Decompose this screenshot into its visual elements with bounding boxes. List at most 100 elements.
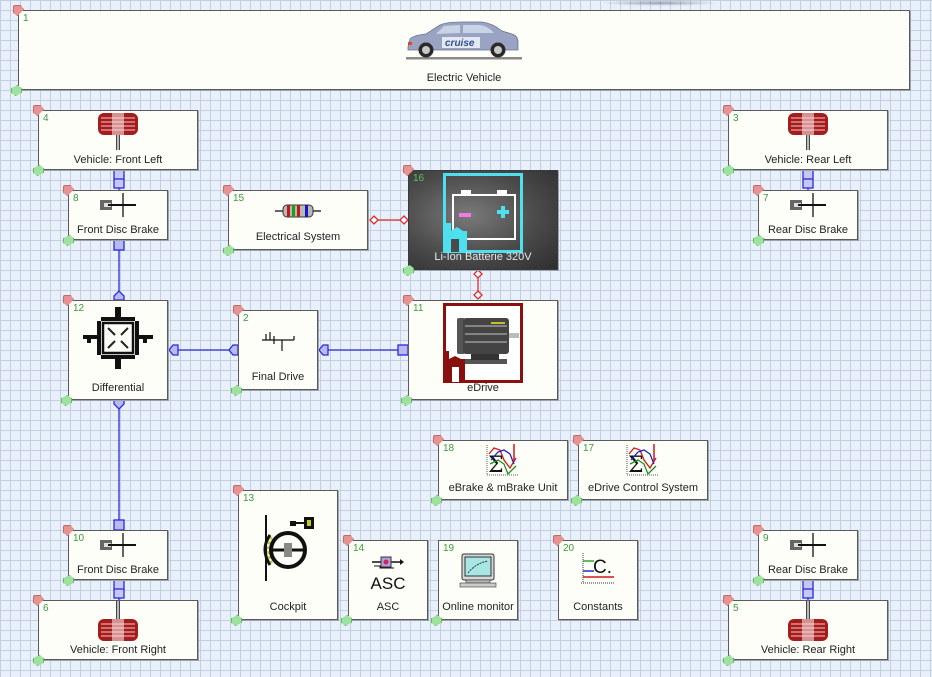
disc-brake-icon bbox=[790, 193, 826, 217]
connector-differential-top bbox=[113, 290, 125, 301]
monitor-icon bbox=[459, 553, 497, 588]
svg-text:ASC: ASC bbox=[371, 574, 406, 591]
block-wheel-front-left[interactable]: 4 Vehicle: Front Left bbox=[38, 110, 198, 170]
disc-brake-icon bbox=[100, 533, 136, 557]
block-label: Cockpit bbox=[269, 601, 307, 613]
connector-differential-right bbox=[168, 344, 179, 356]
differential-icon bbox=[83, 307, 153, 369]
block-online-monitor[interactable]: 19 Online monitor bbox=[438, 540, 518, 620]
block-number: 19 bbox=[443, 543, 455, 554]
block-final-drive[interactable]: 2 Final Drive bbox=[238, 310, 318, 390]
block-number: 10 bbox=[73, 533, 85, 544]
block-front-disc-brake-right[interactable]: 10 Front Disc Brake bbox=[68, 530, 168, 580]
connector-edrive-top bbox=[473, 290, 483, 300]
constants-icon: C. bbox=[581, 553, 615, 584]
block-label: ASC bbox=[376, 601, 400, 613]
block-label: Constants bbox=[573, 601, 623, 613]
block-number: 6 bbox=[43, 603, 49, 614]
block-electric-vehicle[interactable]: 1 cruise Electric Vehicle bbox=[18, 10, 910, 90]
block-label: eBrake & mBrake Unit bbox=[448, 482, 558, 494]
block-label: Vehicle: Front Right bbox=[70, 644, 166, 656]
final-drive-icon bbox=[262, 332, 295, 351]
block-label: Vehicle: Rear Right bbox=[760, 644, 856, 656]
connector-brake10-in bbox=[113, 519, 125, 531]
battery-icon bbox=[443, 173, 523, 253]
block-label: Differential bbox=[91, 382, 145, 394]
block-number: 5 bbox=[733, 603, 739, 614]
connector-wheel4-brake8 bbox=[113, 169, 125, 189]
block-cockpit[interactable]: 13 Cockpit bbox=[238, 490, 338, 620]
block-electrical-system[interactable]: 15 Electrical System bbox=[228, 190, 368, 250]
block-label: Final Drive bbox=[251, 371, 305, 383]
block-number: 4 bbox=[43, 113, 49, 124]
connector-brake8-out bbox=[113, 239, 125, 251]
block-label: Vehicle: Front Left bbox=[73, 154, 163, 166]
block-rear-disc-brake-right[interactable]: 9 Rear Disc Brake bbox=[758, 530, 858, 580]
block-asc[interactable]: 14 ASC ASC bbox=[348, 540, 428, 620]
connector-brake10-wheel6 bbox=[113, 579, 125, 599]
disc-brake-icon bbox=[100, 193, 136, 217]
block-constants[interactable]: 20 C. Constants bbox=[558, 540, 638, 620]
block-number: 16 bbox=[413, 173, 425, 184]
block-wheel-rear-right[interactable]: 5 Vehicle: Rear Right bbox=[728, 600, 888, 660]
block-label: Front Disc Brake bbox=[77, 224, 159, 236]
block-number: 9 bbox=[763, 533, 769, 544]
connector-battery-bottom bbox=[473, 269, 483, 279]
connector-brake9-wheel5 bbox=[802, 579, 814, 599]
block-edrive-control-system[interactable]: 17 Σ eDrive Control System bbox=[578, 440, 708, 500]
block-number: 7 bbox=[763, 193, 769, 204]
block-number: 13 bbox=[243, 493, 255, 504]
car-icon: cruise bbox=[406, 21, 522, 60]
wheel-icon bbox=[98, 113, 138, 150]
electric-motor-icon bbox=[443, 303, 523, 383]
block-label: eDrive bbox=[467, 382, 499, 394]
connector-finaldrive-right bbox=[318, 344, 329, 356]
block-number: 11 bbox=[413, 303, 424, 314]
asc-icon: ASC bbox=[371, 556, 406, 591]
canvas-top-shadow bbox=[600, 0, 720, 6]
block-number: 18 bbox=[443, 443, 455, 454]
block-number: 3 bbox=[733, 113, 739, 124]
block-number: 12 bbox=[73, 303, 85, 314]
block-ebrake-mbrake-unit[interactable]: 18 Σ eBrake & mBrake Unit bbox=[438, 440, 568, 500]
disc-brake-icon bbox=[790, 533, 826, 557]
block-number: 1 bbox=[23, 13, 29, 24]
block-number: 20 bbox=[563, 543, 575, 554]
block-label: Rear Disc Brake bbox=[767, 564, 849, 576]
block-number: 8 bbox=[73, 193, 79, 204]
connector-electrical-right bbox=[369, 215, 379, 225]
block-number: 14 bbox=[353, 543, 365, 554]
function-sigma-icon: Σ bbox=[626, 444, 659, 476]
block-label: Electrical System bbox=[255, 231, 341, 243]
block-number: 2 bbox=[243, 313, 249, 324]
block-li-ion-battery[interactable]: 16 Li-Ion Batterie 320V bbox=[408, 170, 558, 270]
wheel-icon bbox=[788, 601, 828, 641]
block-label: Vehicle: Rear Left bbox=[764, 154, 852, 166]
connector-differential-bottom bbox=[113, 399, 125, 410]
block-label: Rear Disc Brake bbox=[767, 224, 849, 236]
block-number: 17 bbox=[583, 443, 595, 454]
block-number: 15 bbox=[233, 193, 245, 204]
block-differential[interactable]: 12 Differential bbox=[68, 300, 168, 400]
block-wheel-rear-left[interactable]: 3 Vehicle: Rear Left bbox=[728, 110, 888, 170]
block-wheel-front-right[interactable]: 6 Vehicle: Front Right bbox=[38, 600, 198, 660]
block-label: Li-Ion Batterie 320V bbox=[434, 251, 532, 263]
svg-text:C.: C. bbox=[593, 557, 612, 578]
block-front-disc-brake-left[interactable]: 8 Front Disc Brake bbox=[68, 190, 168, 240]
steering-wheel-icon bbox=[263, 515, 314, 581]
function-sigma-icon: Σ bbox=[486, 444, 519, 476]
connector-battery-left bbox=[399, 215, 409, 225]
wheel-icon bbox=[788, 113, 828, 150]
block-label: Front Disc Brake bbox=[77, 564, 159, 576]
resistor-icon bbox=[275, 204, 321, 218]
connector-finaldrive-left bbox=[228, 344, 239, 356]
block-rear-disc-brake-left[interactable]: 7 Rear Disc Brake bbox=[758, 190, 858, 240]
connector-wheel3-brake7 bbox=[802, 169, 814, 189]
wheel-icon bbox=[98, 601, 138, 641]
block-edrive[interactable]: 11 eDrive bbox=[408, 300, 558, 400]
svg-text:cruise: cruise bbox=[445, 38, 475, 49]
connector-edrive-left bbox=[397, 344, 409, 356]
block-label: Electric Vehicle bbox=[426, 72, 502, 84]
block-label: eDrive Control System bbox=[587, 482, 699, 494]
block-label: Online monitor bbox=[442, 601, 514, 613]
